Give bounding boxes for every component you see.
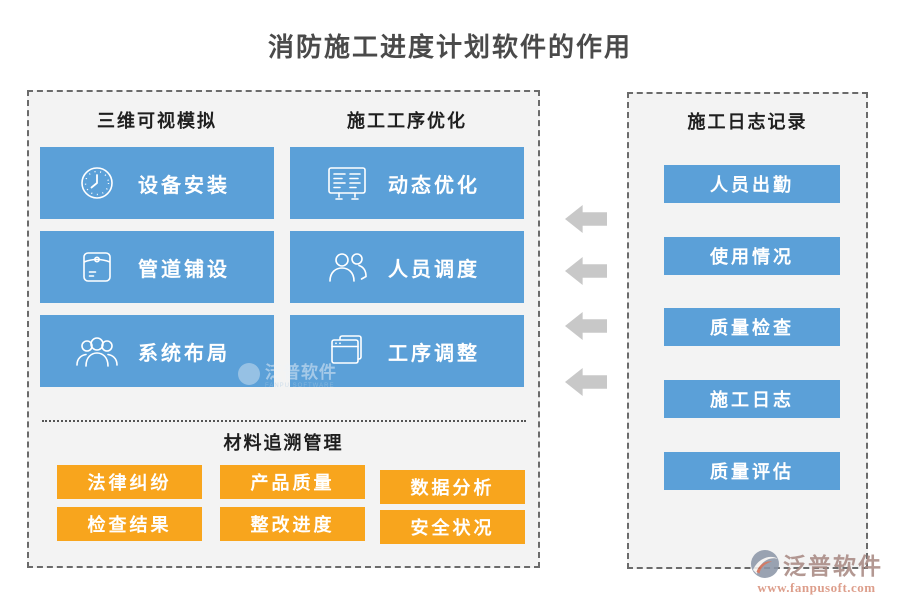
- brand-url: www.fanpusoft.com: [757, 580, 876, 595]
- material-tag-rectification-progress: 整改进度: [220, 507, 365, 541]
- feature-item-process-adjustment: 工序调整: [290, 315, 524, 387]
- task-board-icon: [324, 164, 370, 202]
- user-group-icon: [74, 333, 120, 369]
- left-panel: 三维可视模拟 施工工序优化 设备安装 管道: [27, 90, 540, 568]
- column-header-3d-simulation: 三维可视模拟: [97, 111, 217, 131]
- feature-item-dynamic-optimization: 动态优化: [290, 147, 524, 219]
- page-title: 消防施工进度计划软件的作用: [267, 32, 632, 62]
- brand-name: 泛普软件: [783, 554, 883, 580]
- brand-logo: 泛普软件 www.fanpusoft.com: [750, 547, 883, 596]
- material-tag-inspection-result: 检查结果: [57, 507, 202, 541]
- material-tag-legal-dispute: 法律纠纷: [57, 465, 202, 499]
- log-item-construction-log: 施工日志: [664, 380, 840, 418]
- flow-arrow-left-icon: [565, 205, 607, 233]
- log-section-header: 施工日志记录: [687, 112, 808, 132]
- material-tag-safety-status: 安全状况: [380, 510, 525, 544]
- right-panel: 施工日志记录 人员出勤 使用情况 质量检查 施工日志 质量评估: [627, 92, 868, 569]
- log-item-personnel-attendance: 人员出勤: [664, 165, 840, 203]
- log-item-quality-inspection: 质量检查: [664, 308, 840, 346]
- feature-item-system-layout: 系统布局: [40, 315, 274, 387]
- feature-item-pipeline-laying: 管道铺设: [40, 231, 274, 303]
- log-item-usage-status: 使用情况: [664, 237, 840, 275]
- feature-item-label: 设备安装: [138, 174, 230, 197]
- feature-item-label: 工序调整: [388, 342, 480, 365]
- feature-item-label: 人员调度: [388, 258, 480, 281]
- flow-arrow-left-icon: [565, 257, 607, 285]
- two-users-icon: [324, 249, 370, 285]
- clock-icon: [74, 164, 120, 202]
- dotted-divider: [42, 420, 526, 422]
- feature-item-personnel-scheduling: 人员调度: [290, 231, 524, 303]
- column-header-process-optimization: 施工工序优化: [347, 111, 467, 131]
- material-tag-data-analysis: 数据分析: [380, 470, 525, 504]
- feature-item-label: 管道铺设: [138, 258, 230, 281]
- stacked-windows-icon: [324, 332, 370, 370]
- feature-item-equipment-install: 设备安装: [40, 147, 274, 219]
- flow-arrow-left-icon: [565, 368, 607, 396]
- satchel-icon: [74, 248, 120, 286]
- feature-item-label: 系统布局: [138, 342, 230, 365]
- feature-item-label: 动态优化: [388, 174, 480, 197]
- log-item-quality-assessment: 质量评估: [664, 452, 840, 490]
- material-tag-product-quality: 产品质量: [220, 465, 365, 499]
- material-section-header: 材料追溯管理: [223, 433, 344, 453]
- flow-arrow-left-icon: [565, 312, 607, 340]
- fanpu-logo-icon: [750, 549, 780, 579]
